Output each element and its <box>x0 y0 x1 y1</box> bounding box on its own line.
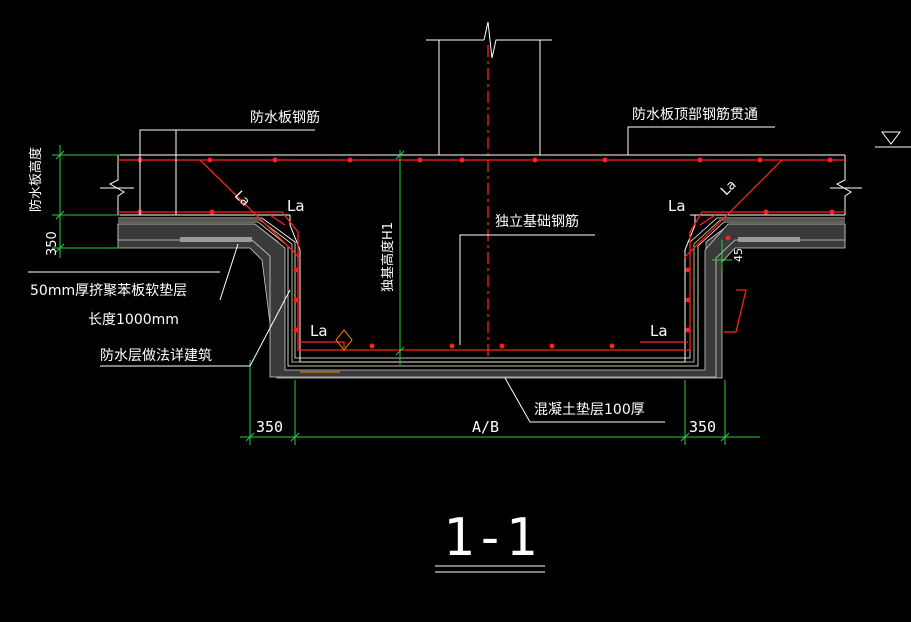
concrete-cushion <box>117 223 846 379</box>
label-eps-layer: 50mm厚挤聚苯板软垫层 <box>30 282 187 299</box>
label-slab-height: 防水板高度 <box>28 147 44 212</box>
label-slab-top-rebar-through: 防水板顶部钢筋贯通 <box>632 106 758 123</box>
leader-lines <box>28 126 775 423</box>
title-text: 1-1 <box>443 508 537 568</box>
label-la-4: La <box>668 197 686 215</box>
label-length: 长度1000mm <box>88 312 179 328</box>
markers <box>300 131 911 373</box>
label-la-6: La <box>650 322 668 340</box>
label-concrete-cushion: 混凝土垫层100厚 <box>534 402 645 418</box>
rebar-dots <box>137 157 835 349</box>
slab-outline <box>100 154 862 216</box>
label-dim-bottom-right: 350 <box>689 418 716 436</box>
label-dim-bottom-left: 350 <box>256 418 283 436</box>
pit-outline <box>289 155 696 363</box>
label-la-5: La <box>310 322 328 340</box>
dimension-lines <box>52 145 760 445</box>
label-isolated-foundation-rebar: 独立基础钢筋 <box>495 213 579 230</box>
label-la-3: La <box>718 177 739 198</box>
label-la-2: La <box>287 197 305 215</box>
eps-strips <box>180 237 800 242</box>
column <box>426 21 552 360</box>
section-title: 1-1 <box>435 508 545 573</box>
label-waterproof-slab-rebar: 防水板钢筋 <box>250 109 320 126</box>
label-foundation-height: 独基高度H1 <box>380 222 396 292</box>
label-dim-bottom-center: A/B <box>472 418 499 436</box>
label-la-1: La <box>231 188 252 209</box>
label-slope-45: 45 <box>732 248 745 262</box>
label-dim-left-vertical: 350 <box>45 231 60 256</box>
label-waterproof-layer: 防水层做法详建筑 <box>100 348 212 364</box>
rebar <box>118 159 845 351</box>
